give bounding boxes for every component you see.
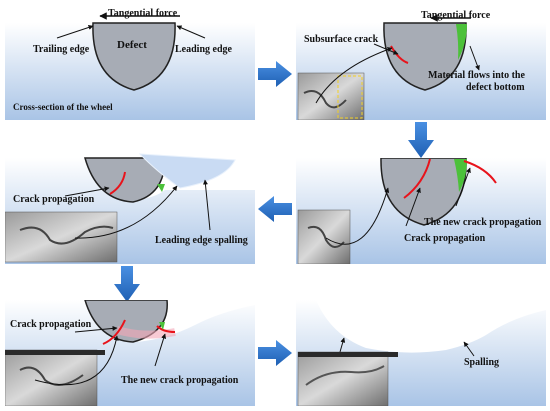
sem-micrograph bbox=[297, 72, 365, 120]
crack-propagation-pointer bbox=[64, 186, 110, 197]
material-flows-label-line1: Material flows into the bbox=[428, 70, 525, 81]
spalling-pointer bbox=[463, 341, 475, 357]
panel-defect-initial: Tangential force Defect Trailing edge Le… bbox=[5, 8, 255, 120]
crack-propagation-label: Crack propagation bbox=[13, 194, 95, 205]
sem-spall-texture bbox=[305, 365, 385, 386]
trailing-edge-pointer bbox=[56, 25, 94, 39]
trailing-edge-label: Trailing edge bbox=[33, 44, 90, 55]
flow-arrow-right-1 bbox=[258, 61, 292, 87]
new-crack-pointer bbox=[154, 333, 167, 367]
sem-to-crack-pointer bbox=[315, 47, 393, 104]
panel-leading-edge-spalling: Crack propagation Leading edge spalling bbox=[5, 150, 255, 264]
flow-arrow-down-2 bbox=[114, 266, 140, 302]
crack-propagation-pointer bbox=[405, 187, 421, 227]
crack-propagation-pointer bbox=[74, 325, 118, 333]
sem-micrograph bbox=[297, 351, 389, 406]
spalled-fragment bbox=[138, 153, 236, 189]
panel-4-drawing bbox=[296, 158, 546, 264]
material-flow-pointer bbox=[469, 45, 480, 71]
defect-region bbox=[92, 22, 176, 91]
subsurface-crack-pointer bbox=[373, 43, 399, 55]
sem-crack-texture bbox=[303, 90, 347, 109]
panel-new-crack: The new crack propagation Crack propagat… bbox=[296, 158, 546, 264]
material-flow-region bbox=[456, 24, 467, 60]
sem-zoom-box bbox=[337, 75, 363, 119]
crack-glow bbox=[115, 326, 176, 339]
material-flow-region bbox=[159, 322, 165, 330]
sem-crack-texture bbox=[19, 366, 84, 386]
flow-arrow-down-1 bbox=[408, 122, 434, 158]
tangential-force-label: Tangential force bbox=[108, 8, 178, 19]
new-crack-line bbox=[463, 160, 497, 184]
panel-2-drawing bbox=[296, 14, 546, 120]
sem-surface-band bbox=[5, 350, 105, 355]
crack-propagation-label: Crack propagation bbox=[404, 233, 486, 244]
panel-secondary-crack: Crack propagation The new crack propagat… bbox=[5, 300, 255, 406]
sem-micrograph bbox=[5, 211, 118, 263]
sem-crack-texture bbox=[307, 225, 345, 248]
crack-propagation-label: Crack propagation bbox=[10, 319, 92, 330]
defect-label: Defect bbox=[117, 39, 147, 51]
crack-line bbox=[102, 319, 126, 345]
sem-to-crack-pointer bbox=[325, 187, 390, 245]
panel-spalling: Spalling bbox=[296, 300, 546, 406]
leading-edge-pointer bbox=[176, 25, 206, 39]
sem-to-crack-pointer bbox=[34, 335, 119, 386]
leading-edge-label: Leading edge bbox=[175, 44, 232, 55]
sem-surface-band bbox=[298, 352, 398, 357]
sem-crack-texture bbox=[19, 225, 114, 245]
crack-line bbox=[403, 158, 431, 199]
material-flow-region bbox=[454, 159, 467, 192]
panel-5-drawing bbox=[5, 300, 255, 406]
leading-edge-spalling-label: Leading edge spalling bbox=[155, 235, 248, 246]
new-crack-pointer bbox=[455, 167, 471, 207]
panel-1-drawing bbox=[5, 12, 255, 120]
cross-section-label: Cross-section of the wheel bbox=[13, 102, 113, 112]
spalling-pointer bbox=[202, 179, 211, 231]
panel-3-drawing bbox=[5, 153, 255, 264]
new-crack-propagation-label: The new crack propagation bbox=[424, 217, 542, 228]
panel-6-drawing bbox=[296, 300, 546, 406]
crack-line bbox=[109, 171, 126, 195]
new-crack-line bbox=[156, 325, 176, 333]
defect-region bbox=[383, 22, 467, 91]
material-flows-label-line2: defect bottom bbox=[466, 82, 525, 93]
sem-micrograph bbox=[5, 349, 98, 406]
flow-arrow-right-2 bbox=[258, 340, 292, 366]
panel-subsurface-crack: Tangential force Subsurface crack Materi… bbox=[296, 8, 546, 120]
tangential-force-label: Tangential force bbox=[421, 10, 491, 21]
sem-to-spalling-pointer bbox=[74, 185, 178, 239]
spalling-label: Spalling bbox=[464, 357, 500, 368]
subsurface-crack-label: Subsurface crack bbox=[304, 34, 379, 45]
material-flow-region bbox=[157, 184, 165, 192]
flow-arrow-left-1 bbox=[258, 196, 292, 222]
new-crack-propagation-label: The new crack propagation bbox=[121, 375, 239, 386]
